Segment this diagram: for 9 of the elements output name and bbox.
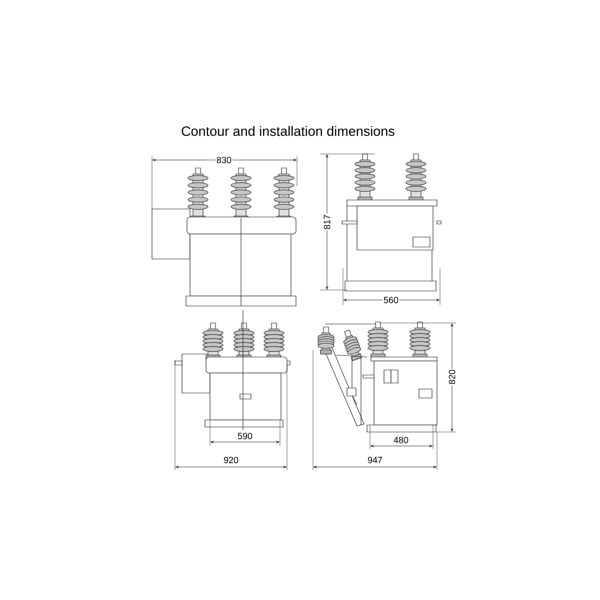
dimension-label: 920 [222,456,240,464]
dimension-label: 820 [448,368,456,386]
dimension-label: 830 [216,156,232,164]
dimension-label: 817 [322,214,332,231]
dimension-label: 947 [366,456,384,464]
dimension-label: 590 [236,432,254,440]
title: Contour and installation dimensions [182,126,394,136]
dimension-label: 480 [392,436,410,444]
dimension-label: 560 [382,296,400,304]
